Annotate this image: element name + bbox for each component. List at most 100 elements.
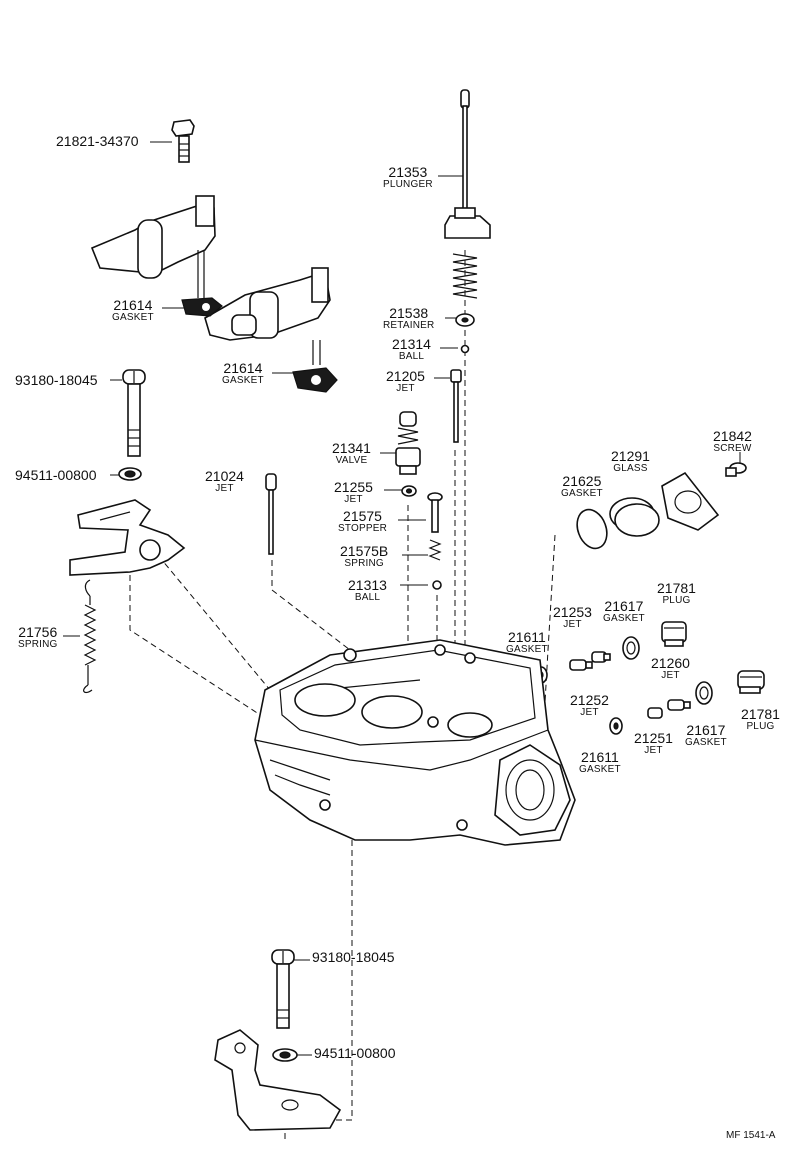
carburetor-body [254, 639, 576, 846]
label-21341: 21341 VALVE [332, 441, 371, 466]
label-number: 21251 [634, 730, 673, 746]
label-number: 21253 [553, 604, 592, 620]
label-name: JET [580, 707, 599, 718]
mounting-bracket [214, 1029, 342, 1131]
jet-21024 [265, 473, 277, 555]
label-21614-upper: 21614 GASKET [112, 298, 154, 323]
label-name: JET [661, 670, 680, 681]
label-number: 94511-00800 [15, 467, 97, 483]
label-name: PLUG [662, 595, 691, 606]
glass-21291 [609, 497, 660, 537]
label-name: JET [396, 383, 415, 394]
label-94511-00800-upper: 94511-00800 [15, 468, 96, 482]
screw-21842 [725, 462, 747, 477]
label-number: 21252 [570, 692, 609, 708]
washer-94511-00800-upper [118, 467, 142, 481]
label-number: 21842 [713, 428, 752, 444]
glass-flange [661, 471, 720, 531]
label-number: 21821-34370 [56, 133, 139, 149]
label-number: 21341 [332, 440, 371, 456]
label-94511-00800-lower: 94511-00800 [314, 1046, 395, 1060]
label-21251: 21251 JET [634, 731, 673, 756]
label-21205: 21205 JET [386, 369, 425, 394]
label-21821-34370: 21821-34370 [56, 134, 139, 148]
label-21611-lower: 21611 GASKET [579, 750, 621, 775]
label-number: 21260 [651, 655, 690, 671]
label-name: GASKET [685, 737, 727, 748]
label-name: SPRING [18, 639, 58, 650]
label-21611-upper: 21611 GASKET [506, 630, 548, 655]
label-number: 21314 [392, 336, 431, 352]
label-21781-upper: 21781 PLUG [657, 581, 696, 606]
label-name: VALVE [335, 455, 368, 466]
label-21314: 21314 BALL [392, 337, 431, 362]
label-name: STOPPER [338, 523, 388, 534]
label-21353: 21353 PLUNGER [383, 165, 433, 190]
label-21313: 21313 BALL [348, 578, 387, 603]
label-name: JET [644, 745, 663, 756]
gasket-21611-lower [609, 717, 623, 735]
label-21260: 21260 JET [651, 656, 690, 681]
label-name: PLUNGER [383, 179, 433, 190]
label-number: 21313 [348, 577, 387, 593]
ball-21314 [460, 344, 470, 354]
screw-93180-18045-upper [122, 369, 146, 457]
gasket-21617-lower [695, 681, 713, 705]
label-name: GASKET [561, 488, 603, 499]
label-93180-18045-upper: 93180-18045 [15, 373, 98, 387]
label-21252: 21252 JET [570, 693, 609, 718]
label-name: GASKET [112, 312, 154, 323]
label-93180-18045-lower: 93180-18045 [312, 950, 395, 964]
spring-21575B [428, 539, 442, 561]
lever-assembly [90, 195, 331, 365]
label-name: SCREW [713, 443, 752, 454]
label-21617-lower: 21617 GASKET [685, 723, 727, 748]
label-number: 21781 [657, 580, 696, 596]
throttle-lever [69, 499, 186, 576]
label-21024: 21024 JET [205, 469, 244, 494]
label-21756: 21756 SPRING [18, 625, 58, 650]
label-number: 93180-18045 [15, 372, 98, 388]
label-21625: 21625 GASKET [561, 474, 603, 499]
jet-21260 [667, 699, 691, 711]
label-number: 21538 [389, 305, 429, 321]
label-number: 21781 [741, 706, 780, 722]
label-21255: 21255 JET [334, 480, 373, 505]
label-name: RETAINER [383, 320, 435, 331]
drawing-reference-code: MF 1541-A [726, 1130, 776, 1141]
screw-93180-18045-lower [271, 949, 295, 1029]
label-name: BALL [398, 351, 425, 362]
jet-21253 [569, 659, 593, 671]
label-name: SPRING [344, 558, 384, 569]
label-21781-lower: 21781 PLUG [741, 707, 780, 732]
label-number: 21575 [343, 508, 382, 524]
label-name: PLUG [746, 721, 775, 732]
label-name: GASKET [222, 375, 264, 386]
label-number: 21756 [18, 624, 58, 640]
gasket-21625 [576, 508, 608, 550]
label-21291: 21291 GLASS [611, 449, 650, 474]
label-name: BALL [354, 592, 381, 603]
plug-21781-lower [737, 670, 765, 694]
label-number: 21024 [205, 468, 244, 484]
label-number: 21291 [611, 448, 650, 464]
washer-94511-00800-lower [272, 1048, 298, 1062]
label-number: 21255 [334, 479, 373, 495]
retainer-21538 [455, 313, 475, 327]
label-name: JET [563, 619, 582, 630]
jet-21205 [450, 369, 462, 443]
plunger-spring [452, 253, 478, 299]
label-name: GASKET [603, 613, 645, 624]
jet-21255 [401, 485, 417, 497]
label-number: 21353 [388, 164, 428, 180]
plug-21781-upper [661, 621, 687, 647]
label-number: 94511-00800 [314, 1045, 396, 1061]
label-21617-upper: 21617 GASKET [603, 599, 645, 624]
gasket-21614-lower [292, 367, 338, 393]
spring-21756 [83, 579, 97, 694]
ball-21313 [432, 580, 442, 590]
valve-21341 [395, 411, 421, 475]
label-21575: 21575 STOPPER [338, 509, 387, 534]
